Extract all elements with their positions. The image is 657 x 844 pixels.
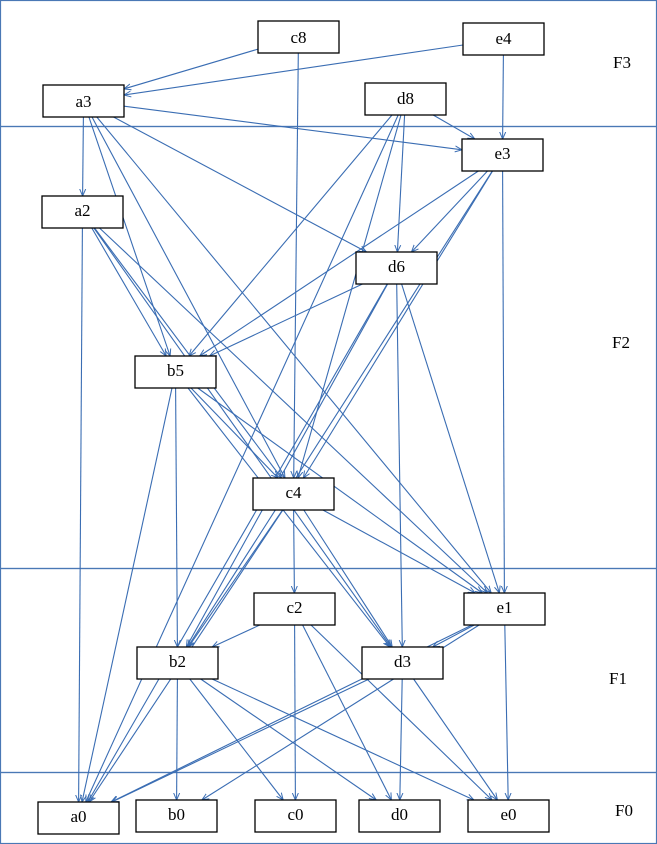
edge-e4-to-a3 [124,44,464,95]
edge-c8-to-a3 [124,48,259,89]
node-c2[interactable]: c2 [253,592,336,626]
edge-b5-to-d3 [187,387,390,647]
node-label: c8 [290,28,306,47]
node-label: d0 [391,805,408,824]
node-a0[interactable]: a0 [37,801,120,835]
edge-d8-to-b5 [189,114,393,356]
level-labels: F3 F2 F1 F0 [609,53,633,820]
node-label: e1 [496,598,512,617]
node-label: c2 [286,598,302,617]
node-c4[interactable]: c4 [252,477,335,511]
node-a2[interactable]: a2 [41,195,124,229]
edge-c8-to-c4 [294,52,299,478]
edge-e1-to-e0 [504,624,508,800]
edge-d3-to-a0 [112,678,370,802]
node-d0[interactable]: d0 [358,799,441,833]
edge-c2-to-b2 [212,624,261,647]
edge-a3-to-e3 [123,105,462,150]
edge-e4-to-e3 [503,54,504,139]
node-label: b2 [169,652,186,671]
edge-c4-to-c2 [294,509,295,593]
edge-a2-to-a0 [79,227,83,802]
node-label: a2 [74,201,90,220]
node-d6[interactable]: d6 [355,251,438,285]
edge-d6-to-a0 [88,283,388,802]
node-a3[interactable]: a3 [42,84,125,118]
edge-b2-to-d0 [200,678,377,800]
edge-d6-to-b5 [210,283,363,356]
edge-d3-to-d0 [400,678,402,800]
level-label-f0: F0 [615,801,633,820]
node-c0[interactable]: c0 [254,799,337,833]
node-label: d6 [388,257,405,276]
edge-b5-to-a0 [82,387,173,802]
node-e0[interactable]: e0 [467,799,550,833]
node-e3[interactable]: e3 [461,138,544,172]
edge-a3-to-a2 [83,116,84,196]
node-label: c0 [287,805,303,824]
edge-d8-to-c4 [298,114,402,478]
node-label: a3 [75,92,91,111]
node-e4[interactable]: e4 [462,22,545,56]
node-label: b5 [167,361,184,380]
node-label: d8 [397,89,414,108]
node-c8[interactable]: c8 [257,20,340,54]
node-e1[interactable]: e1 [463,592,546,626]
node-d3[interactable]: d3 [361,646,444,680]
edge-c2-to-c0 [295,624,296,800]
edge-b5-to-c4 [190,387,278,478]
edge-c4-to-b2 [189,509,283,647]
edge-b5-to-b2 [176,387,178,647]
edge-d3-to-e0 [413,678,498,800]
edge-layer [79,44,509,802]
edge-c4-to-e1 [322,509,475,593]
node-label: b0 [168,805,185,824]
edge-c2-to-d0 [302,624,392,800]
node-label: a0 [70,807,86,826]
edge-a3-to-d6 [113,116,367,252]
edge-a2-to-e1 [99,227,488,593]
edge-b2-to-e0 [211,678,474,800]
edge-a3-to-c4 [91,116,285,478]
edge-b2-to-c0 [189,678,283,800]
edge-e3-to-b5 [200,170,479,356]
node-b5[interactable]: b5 [134,355,217,389]
edge-a3-to-e1 [96,116,491,593]
edge-d8-to-a0 [86,114,399,802]
edge-d6-to-b2 [186,283,389,647]
level-label-f3: F3 [613,53,631,72]
node-label: e4 [495,29,512,48]
edge-a2-to-c4 [94,227,282,478]
edge-d6-to-d3 [396,283,403,647]
node-label: e0 [500,805,516,824]
edge-b5-to-e1 [197,387,483,593]
edge-e3-to-b2 [188,170,493,647]
node-b2[interactable]: b2 [136,646,219,680]
edge-d6-to-e1 [401,283,500,593]
edge-b2-to-b0 [177,678,178,800]
level-label-f1: F1 [609,669,627,688]
edge-d8-to-d6 [397,114,406,252]
edge-e3-to-e1 [503,170,505,593]
edge-a2-to-b5 [91,227,166,356]
node-label: e3 [494,144,510,163]
edge-c4-to-d3 [303,509,392,647]
edge-e1-to-d3 [433,624,475,647]
level-label-f2: F2 [612,333,630,352]
edge-a2-to-d3 [93,227,391,647]
edge-e3-to-c4 [303,170,494,478]
edge-e3-to-d6 [412,170,488,252]
node-label: c4 [285,483,302,502]
node-label: d3 [394,652,411,671]
node-b0[interactable]: b0 [135,799,218,833]
edge-d8-to-e3 [432,114,475,139]
node-d8[interactable]: d8 [364,82,447,116]
